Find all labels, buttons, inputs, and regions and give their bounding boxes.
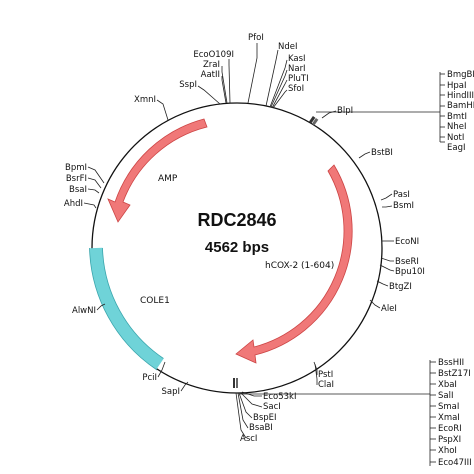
mcs-lower-marks bbox=[233, 378, 238, 388]
site-eco47iii: Eco47III bbox=[438, 458, 472, 468]
site-aatii: AatII bbox=[201, 70, 220, 80]
cds-label: hCOX-2 (1-604) bbox=[265, 261, 334, 271]
cole1-label: COLE1 bbox=[140, 296, 170, 306]
site-sfoi: SfoI bbox=[288, 84, 304, 94]
site-pspxi: PspXI bbox=[438, 435, 461, 445]
site-bsmi: BsmI bbox=[393, 201, 414, 211]
site-alei: AleI bbox=[381, 304, 397, 314]
plasmid-backbone bbox=[91, 102, 383, 394]
site-sali: SalI bbox=[438, 391, 453, 401]
site-kasi: KasI bbox=[288, 54, 306, 64]
site-smai: SmaI bbox=[438, 402, 459, 412]
site-ecoo109i: EcoO109I bbox=[193, 50, 234, 60]
site-btgzi: BtgZI bbox=[389, 282, 412, 292]
plasmid-size: 4562 bps bbox=[205, 239, 269, 256]
site-xhoi: XhoI bbox=[438, 446, 457, 456]
cole1-origin-outline bbox=[89, 247, 164, 371]
site-nari: NarI bbox=[288, 64, 306, 74]
site-xmni: XmnI bbox=[134, 95, 156, 105]
site-clai: ClaI bbox=[318, 380, 334, 390]
site-saci: SacI bbox=[263, 402, 281, 412]
mcs-upper-bracket bbox=[316, 72, 445, 143]
site-bsshii: BssHII bbox=[438, 358, 464, 368]
site-ahdi: AhdI bbox=[64, 199, 83, 209]
site-econi: EcoNI bbox=[395, 237, 419, 247]
site-xbai: XbaI bbox=[438, 380, 457, 390]
site-noti: NotI bbox=[447, 133, 464, 143]
site-bmgbi: BmgBI bbox=[447, 70, 474, 80]
site-nhei: NheI bbox=[447, 122, 466, 132]
site-pluti: PluTI bbox=[288, 74, 309, 84]
site-bstbi: BstBI bbox=[371, 148, 393, 158]
site-bmti: BmtI bbox=[447, 112, 467, 122]
site-bpu10i: Bpu10I bbox=[395, 267, 425, 277]
site-alwni: AlwNI bbox=[72, 306, 96, 316]
site-bamhi: BamHI bbox=[447, 101, 474, 111]
amp-arrow bbox=[107, 118, 208, 223]
site-bseri: BseRI bbox=[395, 257, 419, 267]
cole1-origin-arc bbox=[89, 247, 164, 370]
site-ecori: EcoRI bbox=[438, 424, 462, 434]
site-bstz17i: BstZ17I bbox=[438, 369, 471, 379]
mcs-upper-marks bbox=[308, 115, 319, 126]
site-eagi: EagI bbox=[447, 143, 465, 153]
site-bpmi: BpmI bbox=[65, 163, 87, 173]
site-hindiii: HindIII bbox=[447, 91, 474, 101]
site-sspi: SspI bbox=[179, 80, 197, 90]
site-bsai: BsaI bbox=[69, 185, 87, 195]
site-bsabi: BsaBI bbox=[249, 423, 273, 433]
site-pfoi: PfoI bbox=[248, 33, 264, 43]
site-hpai: HpaI bbox=[447, 81, 467, 91]
site-asci: AscI bbox=[240, 434, 257, 444]
site-psti: PstI bbox=[318, 370, 333, 380]
cds-arrow bbox=[235, 164, 353, 364]
site-sapi: SapI bbox=[161, 387, 180, 397]
left-site-leads bbox=[83, 99, 189, 392]
site-blpi: BlpI bbox=[337, 106, 353, 116]
bottom-site-leads bbox=[235, 391, 263, 439]
site-pcii: PciI bbox=[142, 373, 157, 383]
site-bsrfi: BsrFI bbox=[66, 174, 87, 184]
site-pasi: PasI bbox=[393, 190, 410, 200]
site-bspei: BspEI bbox=[253, 413, 277, 423]
amp-label: AMP bbox=[158, 174, 178, 184]
site-ndei: NdeI bbox=[278, 42, 298, 52]
site-xmai: XmaI bbox=[438, 413, 460, 423]
site-eco53ki: Eco53kI bbox=[263, 392, 297, 402]
top-site-leads bbox=[197, 43, 288, 109]
plasmid-name: RDC2846 bbox=[197, 210, 276, 230]
mcs-lower-bracket bbox=[240, 360, 436, 466]
site-zrai: ZraI bbox=[203, 60, 220, 70]
